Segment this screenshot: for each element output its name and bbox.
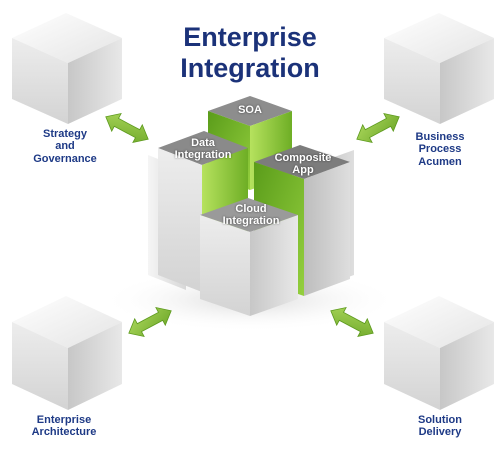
page-title: Enterprise Integration [0,22,500,84]
title-line-1: Enterprise [183,22,317,52]
label-cloud-integration: Cloud Integration [206,203,296,228]
label-line: Cloud [235,203,267,215]
label-line: Governance [33,152,97,165]
label-line: App [292,164,314,177]
label-solution: Solution Delivery [392,414,488,439]
tower-cloud [200,198,298,316]
label-line: Integration [222,215,280,228]
label-line: Strategy [42,128,88,140]
title-line-2: Integration [180,52,320,83]
label-data-integration: Data Integration [160,137,246,162]
label-strategy: Strategy and Governance [22,128,108,165]
label-line: and [55,140,75,153]
cube-strategy [12,13,122,124]
arrow-strategy [105,112,149,144]
arrow-business [356,112,400,144]
arrow-solution [330,306,374,338]
arrow-architecture [128,306,172,338]
label-architecture: Enterprise Architecture [14,414,114,439]
label-soa: SOA [220,104,280,116]
label-line: Process [418,143,462,156]
label-line: Enterprise [36,414,92,426]
label-line: Composite [274,152,332,164]
label-business: Business Process Acumen [392,131,488,168]
label-line: Acumen [418,155,462,168]
label-line: Delivery [418,426,462,439]
label-line: Data [191,137,215,149]
label-line: Integration [174,149,232,162]
label-line: Business [415,131,465,143]
label-line: Solution [418,414,462,426]
cube-architecture [12,296,122,410]
label-line: SOA [238,104,262,116]
cube-business [384,13,494,124]
label-composite-app: Composite App [258,152,348,177]
cube-solution [384,296,494,410]
label-line: Architecture [31,426,97,439]
